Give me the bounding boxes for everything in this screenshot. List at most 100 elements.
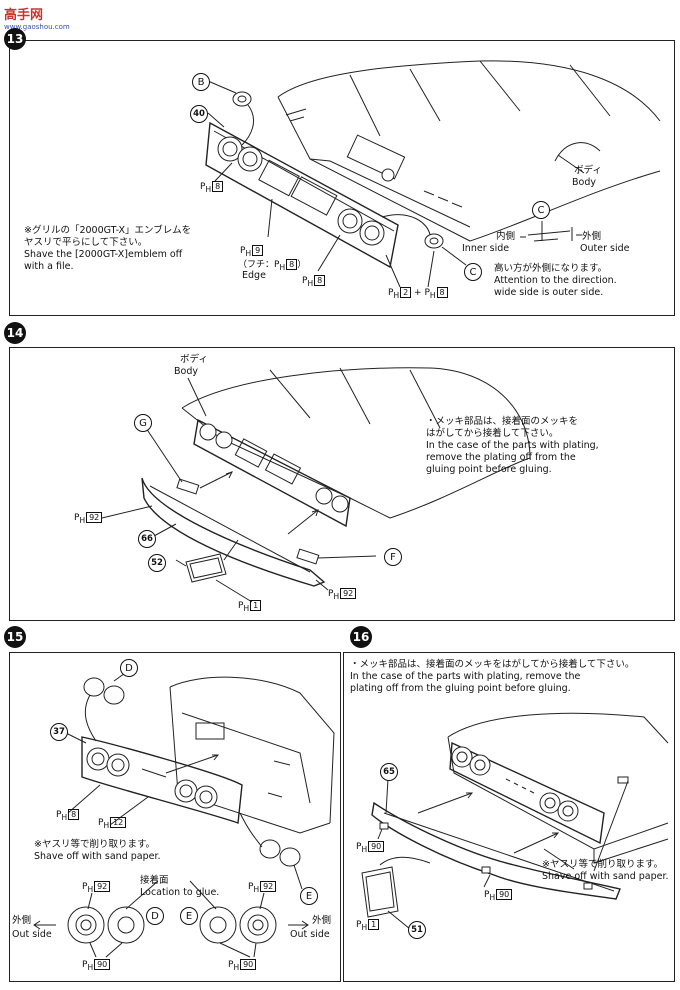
- out-side-right-jp: 外側: [312, 915, 332, 926]
- part-66-marker: 66: [138, 530, 156, 548]
- part-f-letter: F: [390, 551, 396, 563]
- step-14-number: 14: [4, 322, 26, 344]
- note-line: plating off from the gluing point before…: [350, 683, 571, 694]
- ph-box: 92: [94, 881, 111, 892]
- note-line: ・メッキ部品は、接着面のメッキを: [426, 416, 579, 427]
- part-b-marker: B: [192, 73, 210, 91]
- ph-box: 90: [94, 959, 111, 970]
- part-b-letter: B: [197, 76, 205, 88]
- note-line: 高い方が外側になります。: [494, 263, 608, 274]
- part-e-letter: E: [305, 890, 313, 902]
- step-15-note: ※ヤスリ等で削り取ります。 Shave off with sand paper.: [34, 839, 161, 863]
- ph-box: 1: [250, 600, 262, 611]
- part-d-letter: D: [151, 910, 159, 922]
- note-line: wide side is outer side.: [494, 287, 604, 298]
- part-65-number: 65: [383, 767, 395, 777]
- body-label-en: Body: [174, 366, 198, 377]
- part-c-marker-lower: C: [464, 263, 482, 281]
- ph-box: 90: [496, 889, 513, 900]
- out-side-left-en: Out side: [12, 929, 52, 940]
- part-40-number: 40: [193, 109, 205, 119]
- ph-prefix: P: [388, 288, 394, 298]
- ph-prefix: P: [248, 882, 254, 892]
- ph-box: 2: [400, 287, 412, 298]
- ph-prefix: P: [228, 960, 234, 970]
- ph-sub: H: [279, 262, 286, 272]
- edge-label: Edge: [242, 270, 266, 281]
- part-g-letter: G: [139, 417, 147, 429]
- note-line: remove the plating off from the: [426, 452, 576, 463]
- part-c-letter: C: [537, 204, 545, 216]
- part-g-marker: G: [134, 414, 152, 432]
- part-52-marker: 52: [148, 554, 166, 572]
- ph-box: 8: [68, 809, 80, 820]
- step-13-illustration: [205, 60, 661, 288]
- ph-sub: H: [243, 603, 250, 613]
- step-15-number: 15: [4, 626, 26, 648]
- ph-box: 92: [86, 512, 103, 523]
- ph-sub: H: [333, 591, 340, 601]
- ph-prefix: P: [484, 890, 490, 900]
- plus-sign: +: [414, 288, 422, 298]
- note-line: はがしてから接着して下さい。: [426, 428, 559, 439]
- outer-side-jp: 外側: [582, 231, 602, 242]
- part-d-letter: D: [125, 662, 133, 674]
- ph-prefix: P: [56, 810, 62, 820]
- ph-box: 12: [110, 817, 127, 828]
- note-line: ヤスリで平らにして下さい。: [24, 237, 148, 248]
- ph-sub: H: [79, 515, 86, 525]
- note-line: ・メッキ部品は、接着面のメッキをはがしてから接着して下さい。: [350, 659, 635, 670]
- step-13-note-right: 高い方が外側になります。 Attention to the direction.…: [494, 263, 617, 299]
- part-f-marker: F: [384, 548, 402, 566]
- ph-sub: H: [87, 884, 94, 894]
- ph-sub: H: [361, 844, 368, 854]
- note-line: gluing point before gluing.: [426, 464, 552, 475]
- ph-prefix: P: [238, 601, 244, 611]
- ph-box: 90: [368, 841, 385, 852]
- body-label-en: Body: [572, 177, 596, 188]
- ph-prefix: P: [240, 246, 246, 256]
- note-line: Shave off with sand paper.: [34, 851, 161, 862]
- ph-prefix: P: [98, 818, 104, 828]
- part-51-marker: 51: [408, 921, 426, 939]
- inner-side-jp: 内側: [496, 231, 516, 242]
- part-37-marker: 37: [50, 723, 68, 741]
- note-line: ※グリルの「2000GT-X」エンブレムを: [24, 225, 192, 236]
- part-d-marker-bottom: D: [146, 907, 164, 925]
- fuchi-end: ）: [297, 260, 307, 270]
- watermark-logo: 高手网 www.gaoshou.com: [4, 4, 70, 31]
- part-e-marker-bottom: E: [180, 907, 198, 925]
- body-label-jp: ボディ: [574, 165, 602, 176]
- step-16-illustration: [361, 712, 669, 930]
- watermark-title: 高手网: [4, 8, 44, 23]
- note-line: with a file.: [24, 261, 74, 272]
- note-line: In the case of the parts with plating,: [426, 440, 599, 451]
- glue-location-jp: 接着面: [140, 875, 169, 886]
- fuchi-text: （フチ：: [238, 260, 275, 270]
- note-line: ※ヤスリ等で削り取ります。: [542, 859, 664, 870]
- part-65-marker: 65: [380, 763, 398, 781]
- part-40-marker: 40: [190, 105, 208, 123]
- ph-sub: H: [87, 962, 94, 972]
- ph-prefix: P: [424, 288, 430, 298]
- note-line: Attention to the direction.: [494, 275, 617, 286]
- ph-box: 8: [212, 181, 224, 192]
- step-16-panel: ・メッキ部品は、接着面のメッキをはがしてから接着して下さい。 In the ca…: [343, 652, 675, 982]
- step-13-number: 13: [4, 28, 26, 50]
- glue-location-en: Location to glue.: [140, 887, 220, 898]
- ph-sub: H: [489, 892, 496, 902]
- step-13-note-left: ※グリルの「2000GT-X」エンブレムを ヤスリで平らにして下さい。 Shav…: [24, 225, 191, 273]
